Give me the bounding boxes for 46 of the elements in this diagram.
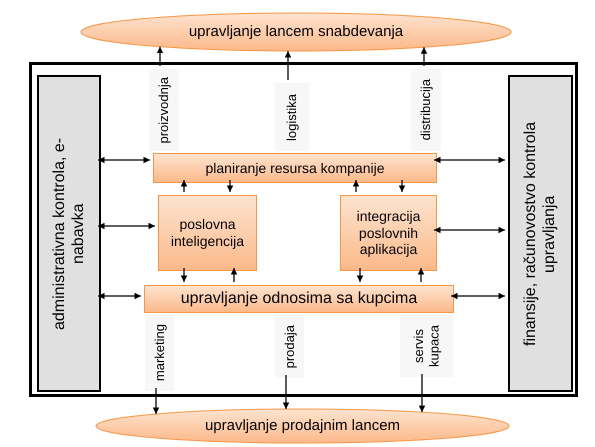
side-panel — [508, 75, 573, 392]
flow-label-text: marketing — [152, 324, 168, 382]
flow-label-text: prodaja — [282, 324, 298, 368]
arrow — [451, 292, 505, 300]
flow-label-text: proizvodnja — [156, 76, 172, 144]
arrow — [352, 180, 360, 192]
side-panel — [37, 75, 101, 392]
arrow — [434, 226, 505, 234]
arrow — [418, 374, 426, 412]
process-box — [144, 285, 454, 313]
arrow — [230, 268, 238, 282]
flow-label — [275, 315, 304, 378]
arrow — [226, 180, 234, 192]
arrow — [156, 46, 164, 66]
node-label: poslovna inteligencija — [170, 216, 246, 250]
arrow — [284, 50, 292, 80]
arrow — [420, 47, 428, 66]
node-label: upravljanje odnosima sa kupcima — [180, 289, 418, 309]
arrow — [98, 156, 150, 164]
process-box — [153, 153, 437, 183]
process-ellipse — [80, 12, 512, 52]
node-label: upravljanje lancem snabdevanja — [188, 23, 404, 41]
flow-label-text: servis kupaca — [410, 324, 442, 369]
arrow — [180, 180, 188, 192]
flow-label — [145, 315, 174, 391]
flow-label-text: logistika — [284, 94, 300, 140]
flow-label — [400, 315, 453, 377]
arrow — [98, 222, 155, 230]
node-label: upravljanje prodajnim lancem — [204, 417, 400, 435]
system-frame — [29, 62, 578, 397]
node-label: finansije, računovostvo kontrola upravljanja — [521, 120, 560, 348]
node-label: administrativna kontrola, e-nabavka — [50, 136, 88, 332]
arrow — [434, 156, 505, 164]
arrow — [398, 180, 406, 192]
arrow — [356, 268, 364, 282]
process-box — [158, 195, 257, 271]
arrow — [180, 268, 188, 282]
node-label: integracija poslovnih aplikacija — [356, 208, 422, 258]
arrow — [152, 388, 160, 414]
node-label: planiranje resursa kompanije — [206, 160, 384, 176]
process-box — [340, 195, 437, 271]
arrow — [98, 292, 141, 300]
arrow — [282, 375, 290, 410]
arrow — [418, 268, 424, 282]
process-ellipse — [95, 408, 510, 444]
flow-label-text: distribucija — [418, 79, 434, 141]
